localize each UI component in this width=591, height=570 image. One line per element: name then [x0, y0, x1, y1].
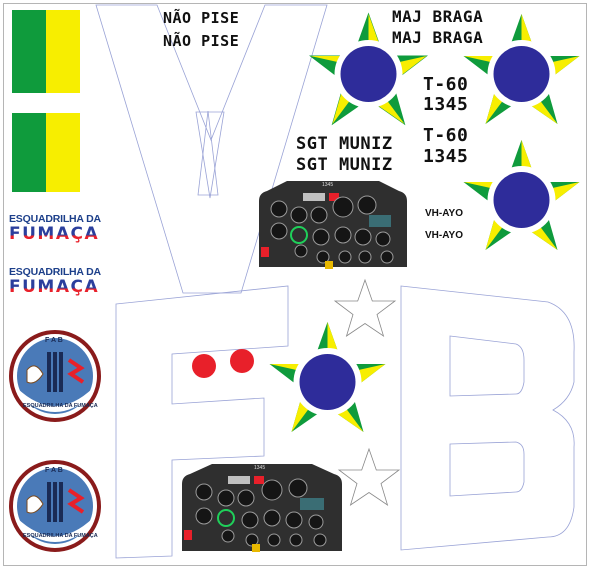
- crew-name-label: SGT MUNIZ: [296, 155, 393, 175]
- instrument-panel: 1345: [180, 462, 344, 553]
- fab-squadron-emblem-icon: [9, 460, 101, 552]
- nao-pise-label: NÃO PISE: [163, 9, 240, 27]
- fab-squadron-emblem: F A B ESQUADRILHA DA FUMAÇA: [9, 330, 101, 422]
- emblem-arc-label: ESQUADRILHA DA FUMAÇA: [23, 403, 98, 409]
- outline-v-inner-icon: [195, 111, 225, 199]
- outline-b-icon: [400, 285, 575, 551]
- green-yellow-bar-icon: [12, 113, 80, 192]
- brazilian-star-roundel-icon: [463, 14, 580, 124]
- fab-squadron-emblem: F A B ESQUADRILHA DA FUMAÇA: [9, 460, 101, 552]
- fab-squadron-emblem-icon: [9, 330, 101, 422]
- crew-name-label: SGT MUNIZ: [296, 134, 393, 154]
- pilot-name-label: MAJ BRAGA: [392, 7, 484, 26]
- green-yellow-bar-icon: [12, 10, 80, 93]
- nao-pise-label: NÃO PISE: [163, 32, 240, 50]
- brazilian-star-roundel-icon: [269, 322, 386, 432]
- emblem-arc-label: ESQUADRILHA DA FUMAÇA: [23, 533, 98, 539]
- instrument-panel-icon: [182, 464, 342, 552]
- red-dot-icon: [192, 354, 216, 378]
- instrument-panel-icon: [259, 181, 407, 269]
- aircraft-serial-label: 1345: [423, 94, 469, 115]
- sheet-border: [3, 3, 587, 566]
- panel-serial-label: 1345: [254, 465, 266, 471]
- fumaca-logo-text: FUMAÇA: [9, 277, 100, 297]
- aircraft-type-label: T-60: [423, 125, 469, 146]
- brazilian-star-roundel-icon: [463, 140, 580, 250]
- pilot-name-label: MAJ BRAGA: [392, 28, 484, 47]
- aircraft-serial-label: 1345: [423, 146, 469, 167]
- outline-f-icon: [115, 285, 289, 559]
- emblem-top-label: F A B: [45, 337, 63, 344]
- registration-label: VH-AYO: [425, 208, 463, 219]
- emblem-top-label: F A B: [45, 467, 63, 474]
- outline-star-icon: [333, 278, 397, 337]
- esquadrilha-label: ESQUADRILHA DA: [9, 266, 101, 278]
- panel-serial-label: 1345: [322, 182, 334, 188]
- brazilian-star-roundel-icon: [309, 12, 428, 126]
- fumaca-logo-text: FUMAÇA: [9, 224, 100, 244]
- outline-star-icon: [337, 447, 401, 506]
- instrument-panel: 1345: [257, 179, 409, 269]
- red-dot-icon: [230, 349, 254, 373]
- esquadrilha-label: ESQUADRILHA DA: [9, 213, 101, 225]
- registration-label: VH-AYO: [425, 230, 463, 241]
- aircraft-type-label: T-60: [423, 74, 469, 95]
